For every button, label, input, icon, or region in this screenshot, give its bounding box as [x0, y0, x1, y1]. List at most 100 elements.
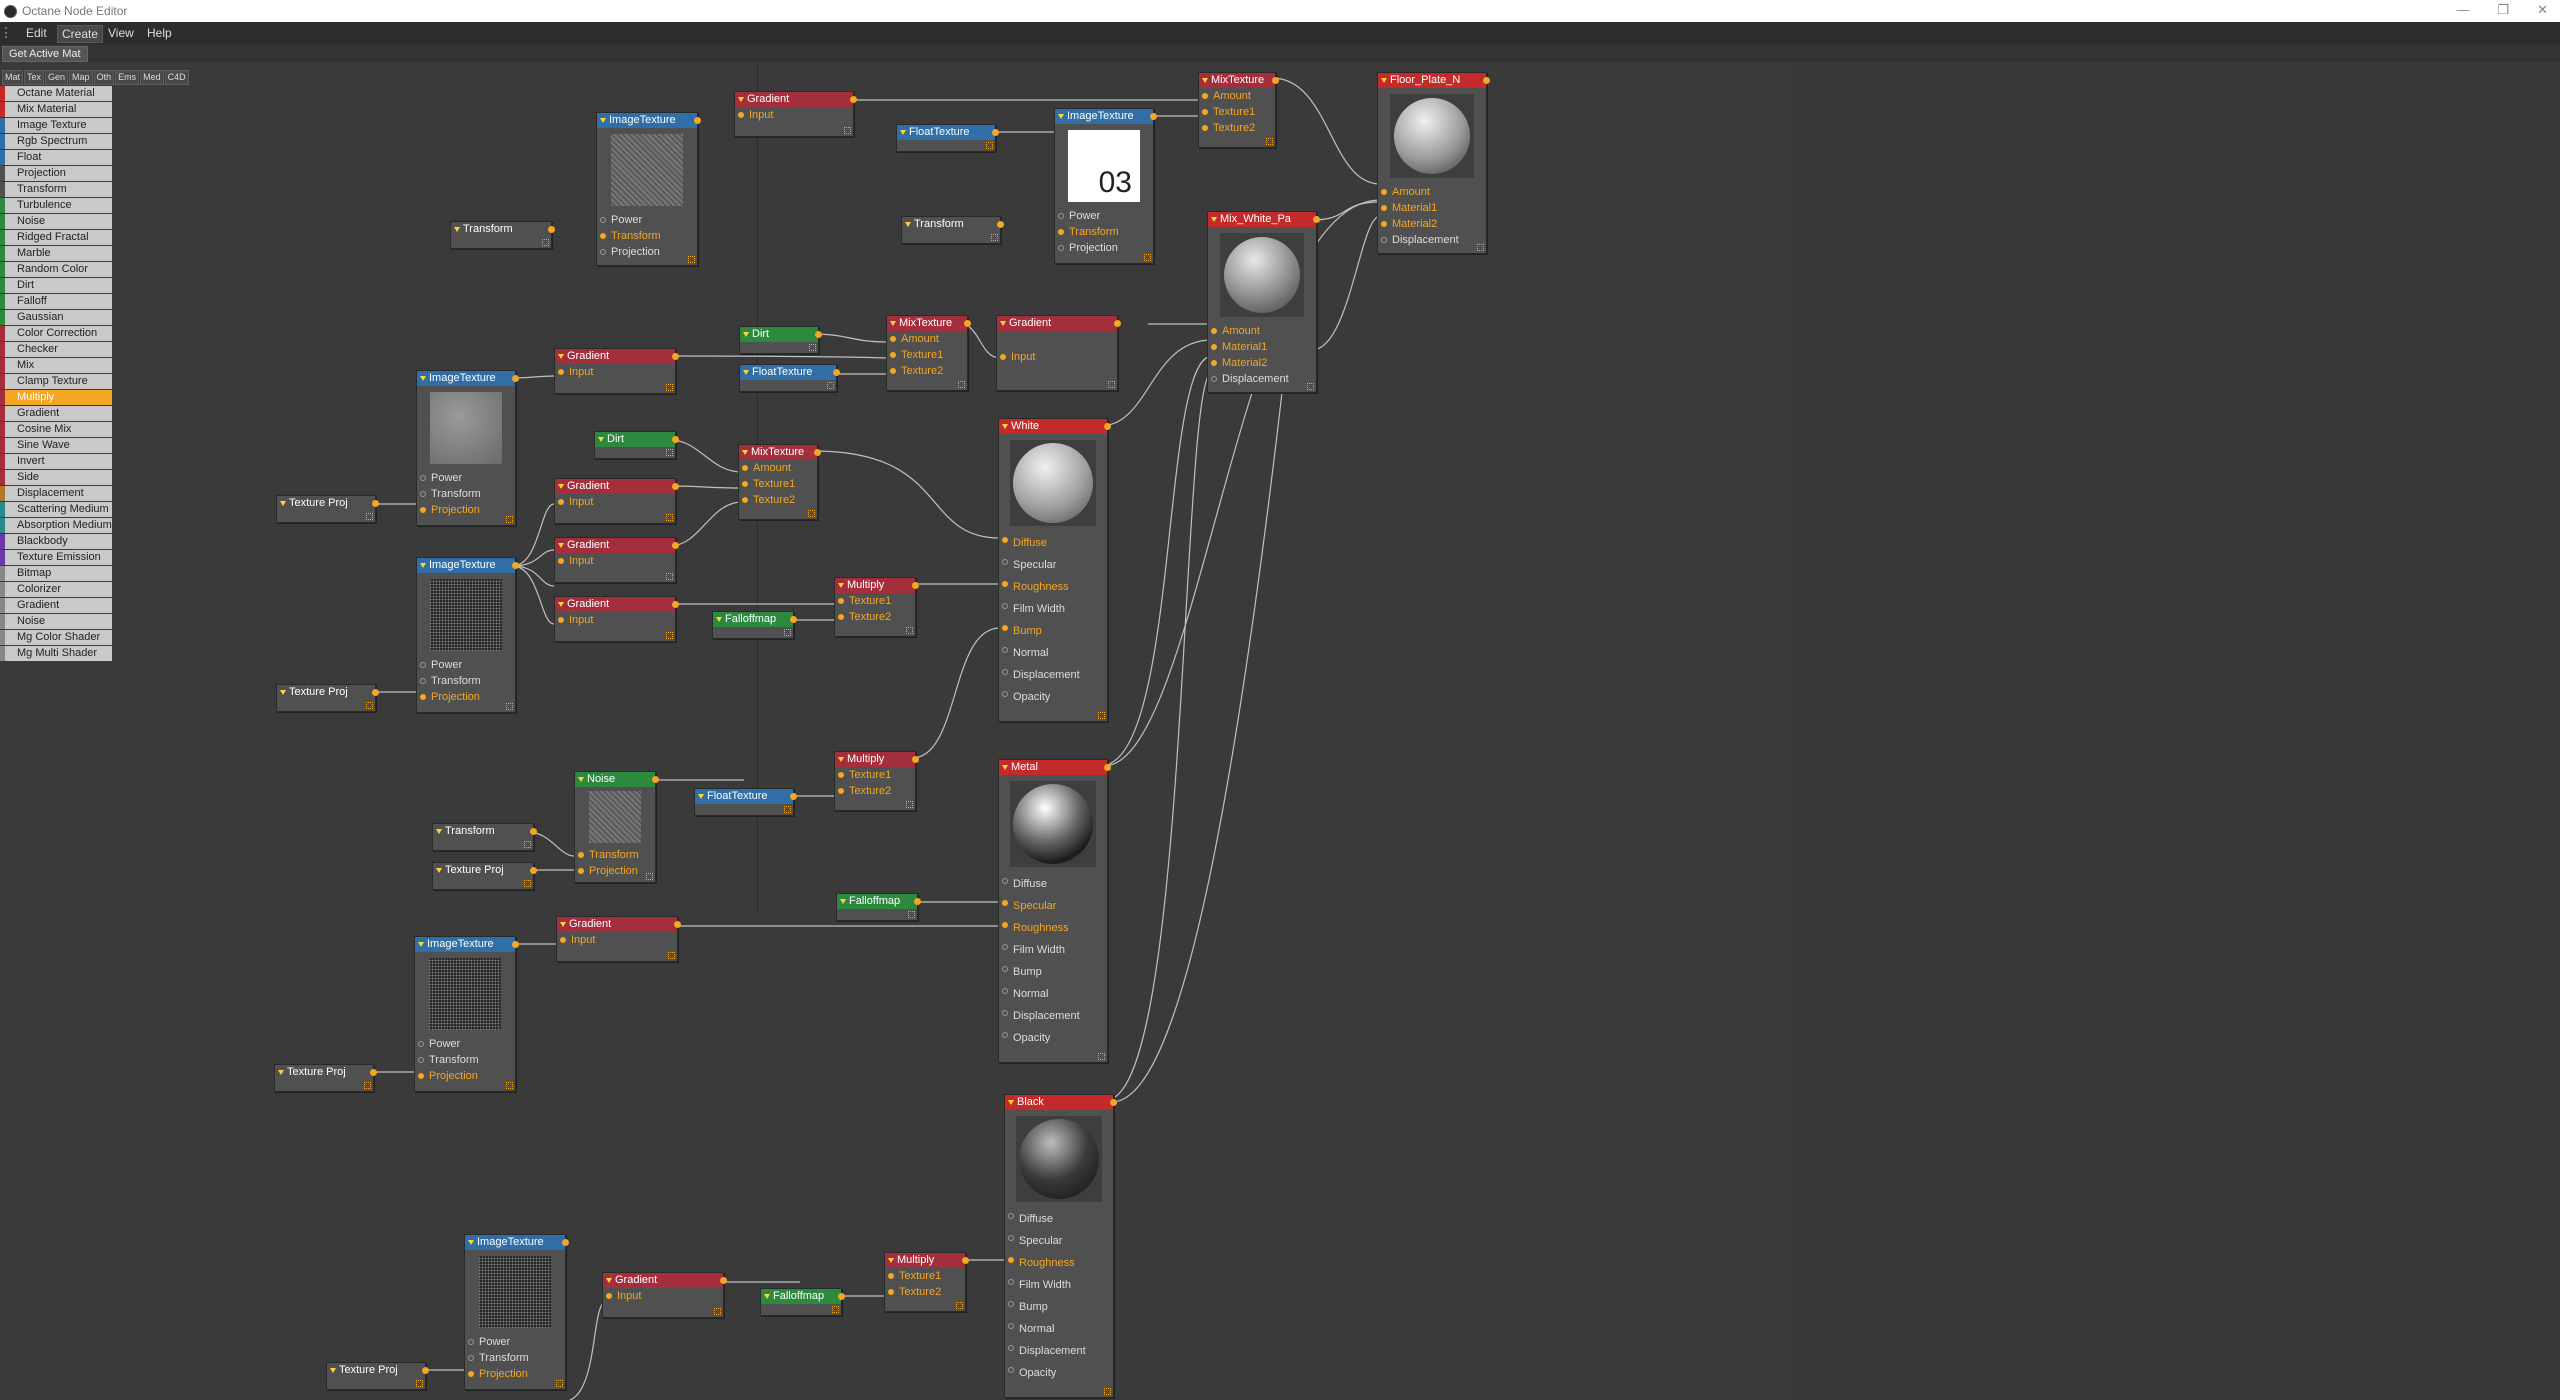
pin-opacity[interactable]: Opacity [1005, 1362, 1113, 1384]
palette-item-random-color[interactable]: Random Color [0, 262, 112, 277]
pin-transform[interactable]: Transform [597, 228, 697, 244]
pin-projection[interactable]: Projection [1055, 240, 1153, 256]
pin-displacement[interactable]: Displacement [999, 1005, 1107, 1027]
node-image-texture[interactable]: ImageTexture Power Transform Projection [416, 557, 519, 713]
node-gradient[interactable]: Gradient Input [602, 1272, 727, 1318]
pin-input[interactable]: Input [557, 932, 677, 948]
resize-handle[interactable] [506, 703, 513, 710]
output-port[interactable] [815, 331, 822, 338]
pin-transform[interactable]: Transform [417, 486, 515, 502]
pin-transform[interactable]: Transform [465, 1350, 565, 1366]
node-mix-material-floor-plate[interactable]: Floor_Plate_N Amount Material1 Material2… [1377, 72, 1490, 254]
node-falloffmap[interactable]: Falloffmap [836, 893, 921, 921]
palette-item-bitmap[interactable]: Bitmap [0, 566, 112, 581]
pin-transform[interactable]: Transform [415, 1052, 515, 1068]
resize-handle[interactable] [1104, 1388, 1111, 1395]
node-mix-texture[interactable]: MixTexture Amount Texture1 Texture2 [1198, 72, 1279, 148]
pin-texture2[interactable]: Texture2 [835, 783, 915, 799]
output-port[interactable] [1272, 77, 1279, 84]
resize-handle[interactable] [1307, 383, 1314, 390]
node-gradient[interactable]: Gradient Input [556, 916, 681, 962]
node-texture-projection[interactable]: Texture Proj [326, 1362, 429, 1390]
pin-power[interactable]: Power [417, 657, 515, 673]
pin-texture2[interactable]: Texture2 [739, 492, 817, 508]
output-port[interactable] [372, 500, 379, 507]
output-port[interactable] [912, 582, 919, 589]
pin-displacement[interactable]: Displacement [1378, 232, 1486, 248]
palette-item-turbulence[interactable]: Turbulence [0, 198, 112, 213]
output-port[interactable] [850, 96, 857, 103]
pin-texture1[interactable]: Texture1 [835, 767, 915, 783]
pin-opacity[interactable]: Opacity [999, 686, 1107, 708]
resize-handle[interactable] [714, 1308, 721, 1315]
tab-med[interactable]: Med [140, 70, 164, 85]
pin-film-width[interactable]: Film Width [999, 598, 1107, 620]
pin-normal[interactable]: Normal [999, 983, 1107, 1005]
pin-amount[interactable]: Amount [739, 460, 817, 476]
node-falloffmap[interactable]: Falloffmap [712, 611, 797, 639]
output-port[interactable] [1104, 764, 1111, 771]
palette-item-transform[interactable]: Transform [0, 182, 112, 197]
node-gradient[interactable]: Gradient Input [554, 478, 679, 524]
node-mix-texture[interactable]: MixTexture Amount Texture1 Texture2 [886, 315, 971, 391]
node-noise[interactable]: Noise Transform Projection [574, 771, 659, 883]
resize-handle[interactable] [1098, 712, 1105, 719]
output-port[interactable] [530, 828, 537, 835]
node-material-metal[interactable]: Metal Diffuse Specular Roughness Film Wi… [998, 759, 1111, 1063]
palette-item-image-texture[interactable]: Image Texture [0, 118, 112, 133]
resize-handle[interactable] [416, 1380, 423, 1387]
pin-diffuse[interactable]: Diffuse [999, 873, 1107, 895]
pin-bump[interactable]: Bump [999, 620, 1107, 642]
resize-handle[interactable] [542, 239, 549, 246]
resize-handle[interactable] [524, 880, 531, 887]
palette-item-ridged-fractal[interactable]: Ridged Fractal [0, 230, 112, 245]
pin-opacity[interactable]: Opacity [999, 1027, 1107, 1049]
node-float-texture[interactable]: FloatTexture [694, 788, 797, 816]
pin-material1[interactable]: Material1 [1208, 339, 1316, 355]
output-port[interactable] [512, 375, 519, 382]
pin-transform[interactable]: Transform [575, 847, 655, 863]
palette-item-checker[interactable]: Checker [0, 342, 112, 357]
output-port[interactable] [1110, 1099, 1117, 1106]
palette-item-color-correction[interactable]: Color Correction [0, 326, 112, 341]
node-canvas[interactable] [0, 64, 1790, 1400]
node-mix-texture[interactable]: MixTexture Amount Texture1 Texture2 [738, 444, 821, 520]
pin-projection[interactable]: Projection [417, 689, 515, 705]
resize-handle[interactable] [809, 344, 816, 351]
output-port[interactable] [512, 941, 519, 948]
resize-handle[interactable] [908, 911, 915, 918]
output-port[interactable] [562, 1239, 569, 1246]
palette-item-gradient[interactable]: Gradient [0, 598, 112, 613]
pin-projection[interactable]: Projection [465, 1366, 565, 1382]
resize-handle[interactable] [506, 516, 513, 523]
palette-item-noise[interactable]: Noise [0, 214, 112, 229]
output-port[interactable] [652, 776, 659, 783]
pin-normal[interactable]: Normal [1005, 1318, 1113, 1340]
menu-view[interactable]: View [108, 26, 134, 40]
palette-item-clamp-texture[interactable]: Clamp Texture [0, 374, 112, 389]
output-port[interactable] [672, 483, 679, 490]
resize-handle[interactable] [1266, 138, 1273, 145]
tab-gen[interactable]: Gen [45, 70, 69, 85]
resize-handle[interactable] [666, 449, 673, 456]
palette-item-blackbody-emission[interactable]: Blackbody Emission [0, 534, 112, 562]
pin-displacement[interactable]: Displacement [1005, 1340, 1113, 1362]
node-texture-projection[interactable]: Texture Proj [276, 684, 379, 712]
resize-handle[interactable] [1098, 1053, 1105, 1060]
pin-texture2[interactable]: Texture2 [1199, 120, 1275, 136]
pin-texture1[interactable]: Texture1 [739, 476, 817, 492]
palette-item-rgb-spectrum[interactable]: Rgb Spectrum [0, 134, 112, 149]
output-port[interactable] [694, 117, 701, 124]
pin-bump[interactable]: Bump [999, 961, 1107, 983]
pin-material2[interactable]: Material2 [1378, 216, 1486, 232]
node-gradient[interactable]: Gradient Input [734, 91, 857, 137]
pin-texture1[interactable]: Texture1 [835, 593, 915, 609]
palette-item-gaussian-spectrum[interactable]: Gaussian Spectrum [0, 310, 112, 338]
restore-icon[interactable]: ❐ [2497, 2, 2510, 17]
palette-item-float[interactable]: Float [0, 150, 112, 165]
node-texture-projection[interactable]: Texture Proj [274, 1064, 377, 1092]
palette-item-falloff[interactable]: Falloff [0, 294, 112, 309]
resize-handle[interactable] [1144, 254, 1151, 261]
pin-input[interactable]: Input [555, 364, 675, 380]
output-port[interactable] [672, 436, 679, 443]
